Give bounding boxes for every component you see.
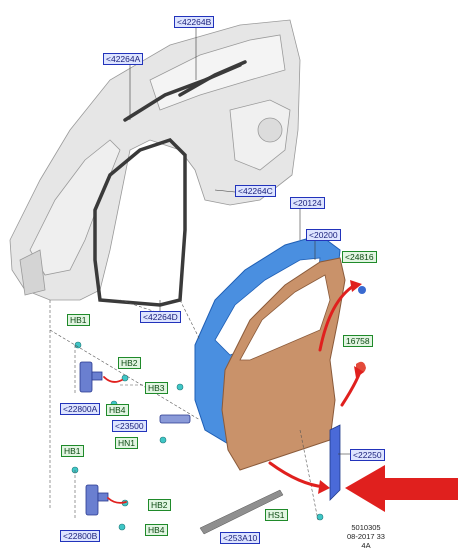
label-HB4-lower: HB4 [145, 524, 168, 536]
drawing-reference: 5010305 08-2017 33 4A [336, 523, 396, 550]
label-HB2-lower: HB2 [148, 499, 171, 511]
drawing-number: 5010305 [351, 523, 381, 532]
label-24816: <24816 [342, 251, 377, 263]
leader-lines [49, 299, 319, 521]
label-HB2-upper: HB2 [118, 357, 141, 369]
hinge-upper [79, 361, 103, 393]
sill-moulding [199, 489, 284, 535]
label-20200: <20200 [306, 229, 341, 241]
label-42264A: <42264A [103, 53, 144, 65]
label-HB1-upper: HB1 [67, 314, 90, 326]
label-23500: <23500 [112, 420, 147, 432]
highlight-arrow [345, 465, 458, 512]
label-leaders [129, 28, 350, 455]
label-20124: <20124 [290, 197, 325, 209]
belt-moulding [329, 424, 341, 501]
label-22800B: <22800B [60, 530, 101, 542]
arrow-heads [318, 280, 364, 494]
door-seals [93, 60, 247, 307]
door-check-strap [159, 414, 191, 424]
label-42264B: <42264B [174, 16, 215, 28]
label-HB4-upper: HB4 [106, 404, 129, 416]
label-HB3: HB3 [145, 382, 168, 394]
label-42264C: <42264C [235, 185, 276, 197]
drawing-date: 08-2017 33 [347, 532, 385, 541]
label-16758: 16758 [343, 335, 373, 347]
door-panel [221, 257, 346, 471]
label-42264D: <42264D [140, 311, 181, 323]
label-253A10: <253A10 [220, 532, 261, 544]
label-22800A: <22800A [60, 403, 101, 415]
label-HN1: HN1 [115, 437, 139, 449]
label-HB1-lower: HB1 [61, 445, 84, 457]
label-HS1: HS1 [265, 509, 288, 521]
body-side-shell [9, 19, 301, 301]
door-bumper [358, 286, 366, 294]
drawing-sheet: 4A [361, 541, 371, 550]
hinge-lower [85, 484, 109, 516]
label-22250: <22250 [350, 449, 385, 461]
